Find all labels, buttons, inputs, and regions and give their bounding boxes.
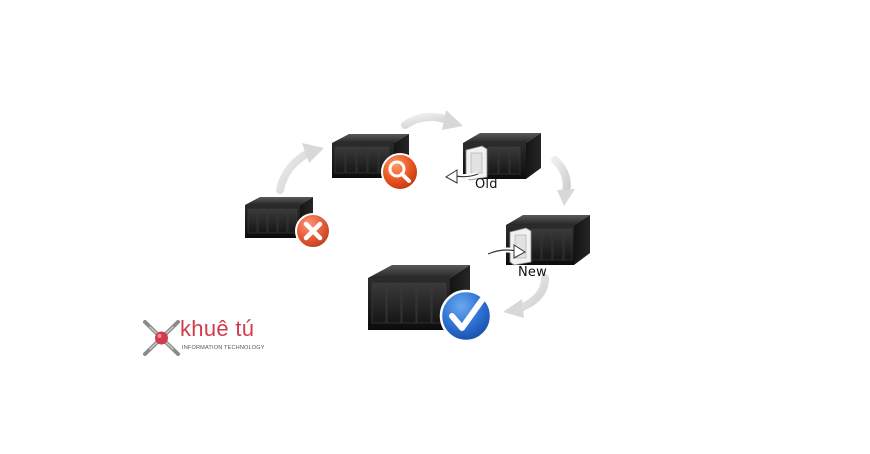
cycle-arrow-4 [503, 274, 549, 318]
nas-healthy [368, 265, 470, 330]
search-icon [381, 153, 419, 191]
cycle-arrow-1 [276, 143, 324, 194]
logo-tagline: INFORMATION TECHNOLOGY [182, 345, 265, 351]
nas-failed [245, 197, 313, 238]
cycle-arrow-2 [401, 110, 463, 130]
check-icon [439, 289, 493, 343]
drive-in-arrow-icon [487, 244, 526, 259]
old-drive-label: Old [475, 177, 498, 192]
new-drive-label: New [518, 265, 547, 280]
nas-insert-drive [506, 215, 590, 266]
x-icon [295, 213, 331, 249]
drive-out-arrow-icon [445, 169, 479, 184]
logo-name: khuê tú [180, 316, 255, 341]
khue-tu-logo-icon [143, 320, 180, 356]
nas-remove-drive [463, 133, 541, 181]
cycle-arrow-3 [551, 156, 575, 206]
nas-inspect [332, 134, 409, 178]
logo: khuê tú INFORMATION TECHNOLOGY [180, 318, 290, 362]
